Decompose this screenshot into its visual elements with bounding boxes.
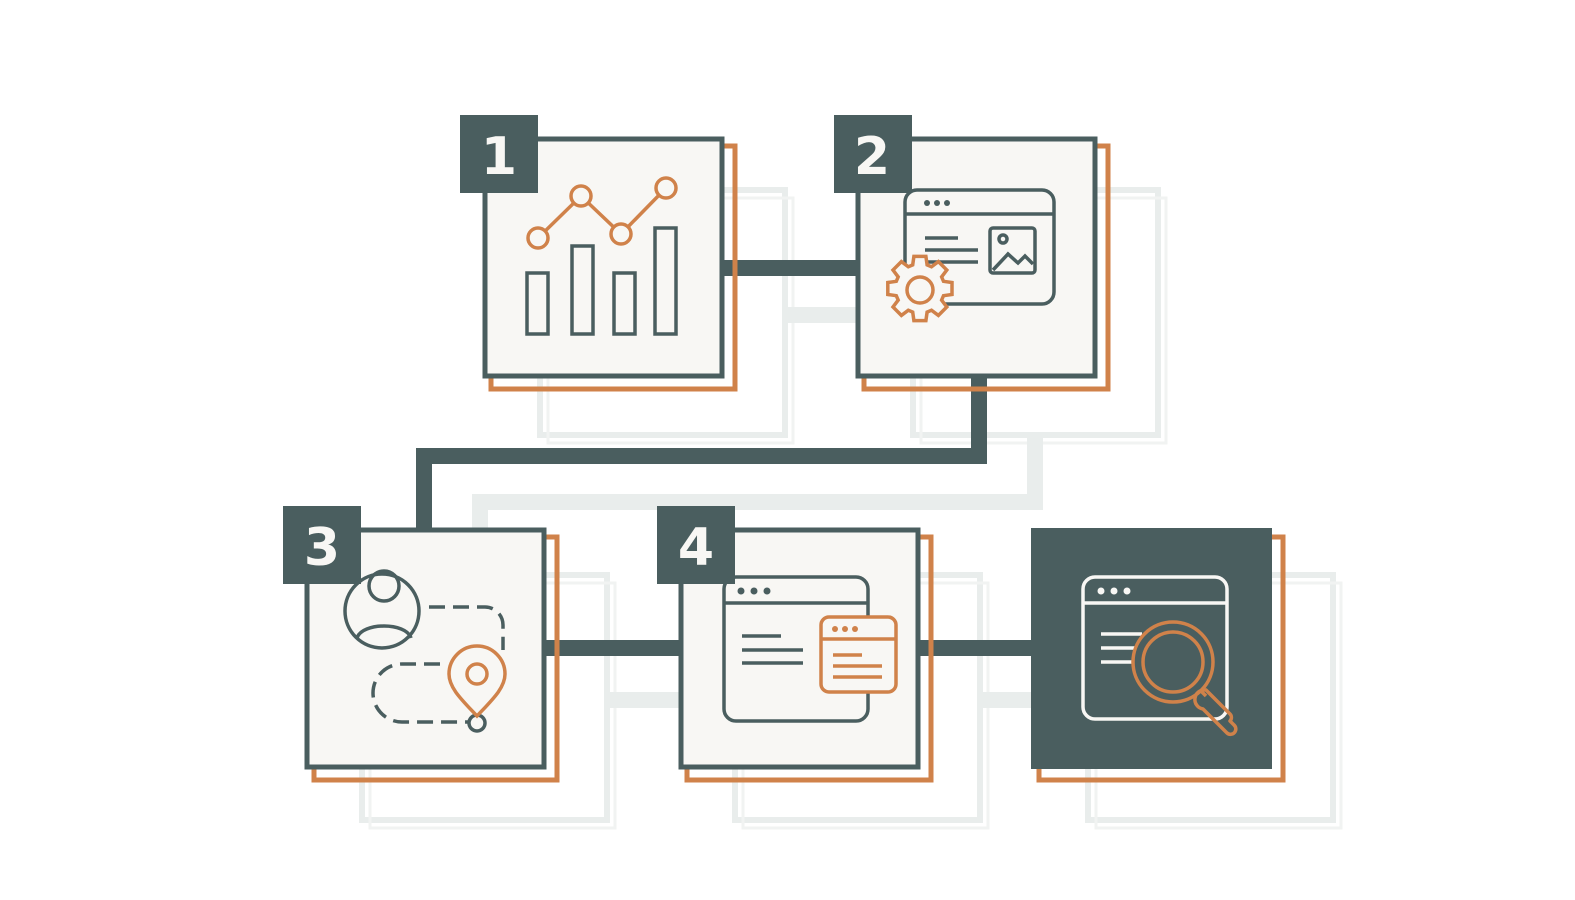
browser-windows-icon <box>722 575 898 723</box>
step-card-1: 1 <box>460 115 738 392</box>
step-number-2: 2 <box>854 127 890 187</box>
connector-2-3 <box>416 377 987 530</box>
step-number-3: 3 <box>304 518 340 578</box>
step-card-3: 3 <box>283 506 560 783</box>
analytics-chart-icon <box>525 176 678 336</box>
step-number-4: 4 <box>678 518 714 578</box>
step-number-badge-1 <box>460 115 538 193</box>
step-card-2: 2 <box>834 115 1111 392</box>
step-number-badge-3 <box>283 506 361 584</box>
final-step-card <box>1031 528 1286 783</box>
user-journey-icon <box>343 569 507 733</box>
web-settings-icon <box>886 188 1056 323</box>
web-search-icon <box>1081 575 1238 737</box>
step-number-badge-4 <box>657 506 735 584</box>
step-card-4: 4 <box>657 506 934 783</box>
connectors <box>416 260 1032 656</box>
step-number-badge-2 <box>834 115 912 193</box>
step-number-1: 1 <box>481 127 517 187</box>
